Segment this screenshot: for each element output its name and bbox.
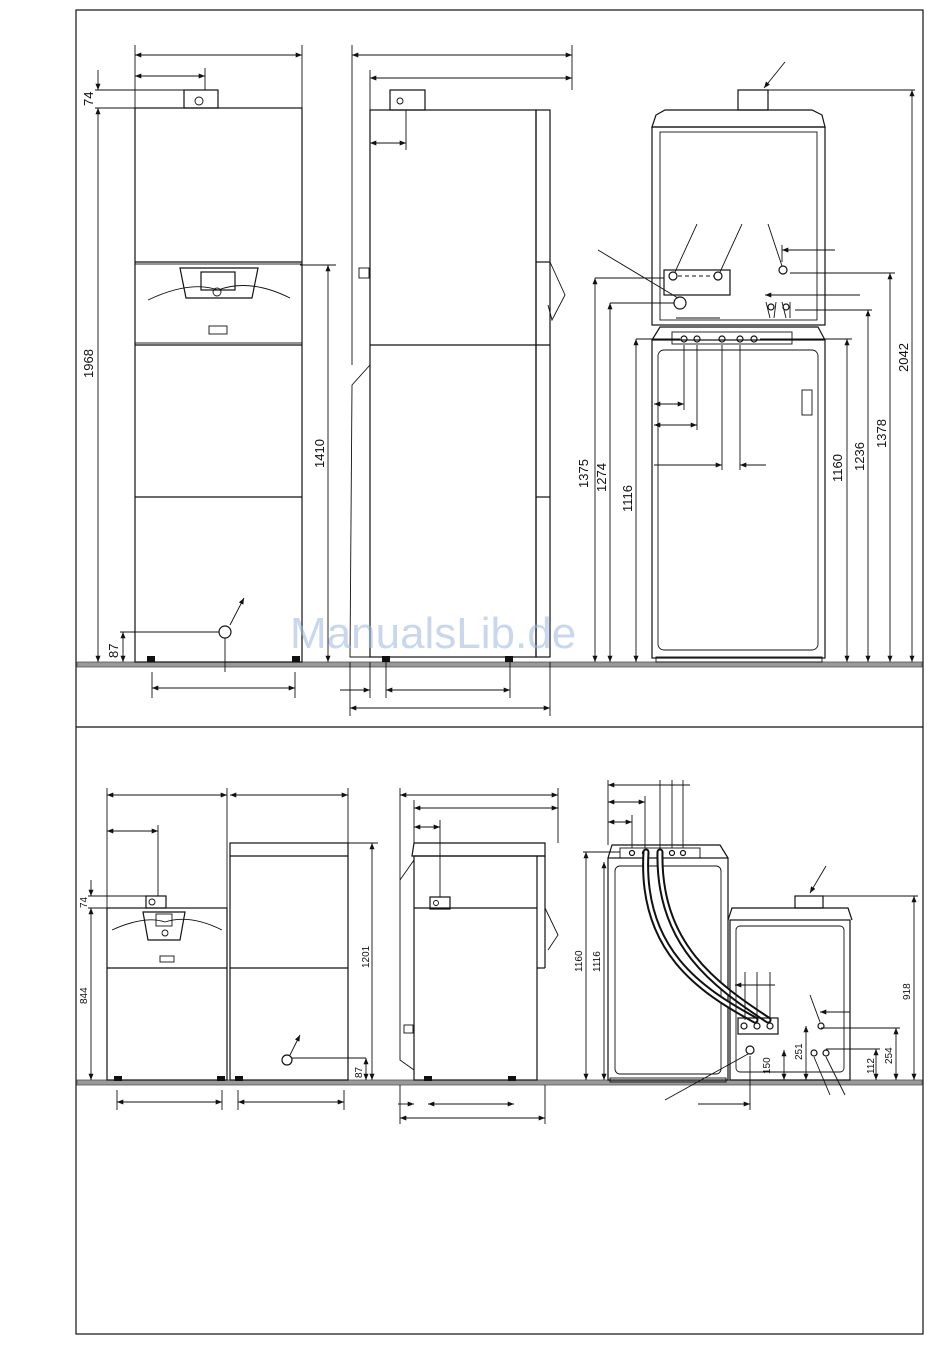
dim-1160-upper: 1160 bbox=[830, 454, 845, 482]
front-view-upper: 74 1968 87 bbox=[81, 45, 302, 698]
dim-87-upper: 87 bbox=[106, 644, 121, 658]
dim-251: 251 bbox=[794, 1043, 805, 1060]
return-connection-icon bbox=[219, 626, 231, 638]
dim-112: 112 bbox=[866, 1058, 877, 1074]
dim-1116-upper: 1116 bbox=[620, 485, 635, 512]
dim-74-lower: 74 bbox=[79, 896, 90, 908]
floor-line-upper bbox=[77, 662, 922, 667]
lower-section: 74 844 1201 87 bbox=[77, 780, 922, 1124]
front-view-lower: 74 844 1201 87 bbox=[79, 788, 378, 1110]
logo-plate bbox=[209, 326, 227, 334]
connection-view-lower: 1160 1116 918 254 112 251 150 bbox=[574, 780, 918, 1110]
dim-1375: 1375 bbox=[576, 459, 591, 488]
dim-844: 844 bbox=[79, 987, 90, 1004]
gas-connection-icon bbox=[674, 297, 686, 309]
conn-flue-outlet bbox=[738, 90, 768, 110]
floor-line-lower bbox=[77, 1080, 922, 1085]
dim-254: 254 bbox=[884, 1047, 895, 1064]
connection-view-upper: 1375 1274 1116 1160 1236 1378 2042 bbox=[576, 62, 915, 662]
dim-150: 150 bbox=[762, 1057, 773, 1074]
side-casing-lower bbox=[414, 856, 537, 1080]
dim-1236: 1236 bbox=[852, 442, 867, 471]
page-frame bbox=[76, 10, 923, 1334]
dim-1116-lower: 1116 bbox=[592, 951, 603, 972]
boiler-casing bbox=[135, 108, 302, 662]
dim-1160-lower: 1160 bbox=[574, 950, 585, 972]
dim-74-upper: 74 bbox=[81, 92, 96, 106]
dim-1378: 1378 bbox=[874, 419, 889, 448]
dim-918: 918 bbox=[902, 983, 913, 1000]
cylinder-casing-lower bbox=[230, 843, 348, 1080]
flue-outlet bbox=[184, 90, 218, 108]
side-casing bbox=[370, 110, 536, 657]
dim-87-lower: 87 bbox=[354, 1066, 365, 1078]
watermark: ManualsLib.de bbox=[290, 609, 576, 658]
dim-1968: 1968 bbox=[81, 349, 96, 378]
dim-2042: 2042 bbox=[896, 343, 911, 372]
boiler-casing-lower-conn bbox=[730, 920, 850, 1080]
dim-1410: 1410 bbox=[312, 439, 327, 468]
side-flue-outlet bbox=[390, 90, 425, 110]
cylinder-casing-lower-conn bbox=[608, 858, 728, 1080]
front-door-edge bbox=[536, 110, 550, 657]
control-panel bbox=[135, 264, 302, 343]
boiler-casing-lower bbox=[107, 908, 227, 1080]
side-view-lower bbox=[398, 788, 558, 1124]
upper-section: 74 1968 87 bbox=[77, 45, 922, 716]
dim-1201: 1201 bbox=[361, 945, 372, 968]
dim-1274: 1274 bbox=[594, 463, 609, 492]
cylinder-casing bbox=[652, 340, 825, 658]
connection-block bbox=[664, 270, 730, 295]
